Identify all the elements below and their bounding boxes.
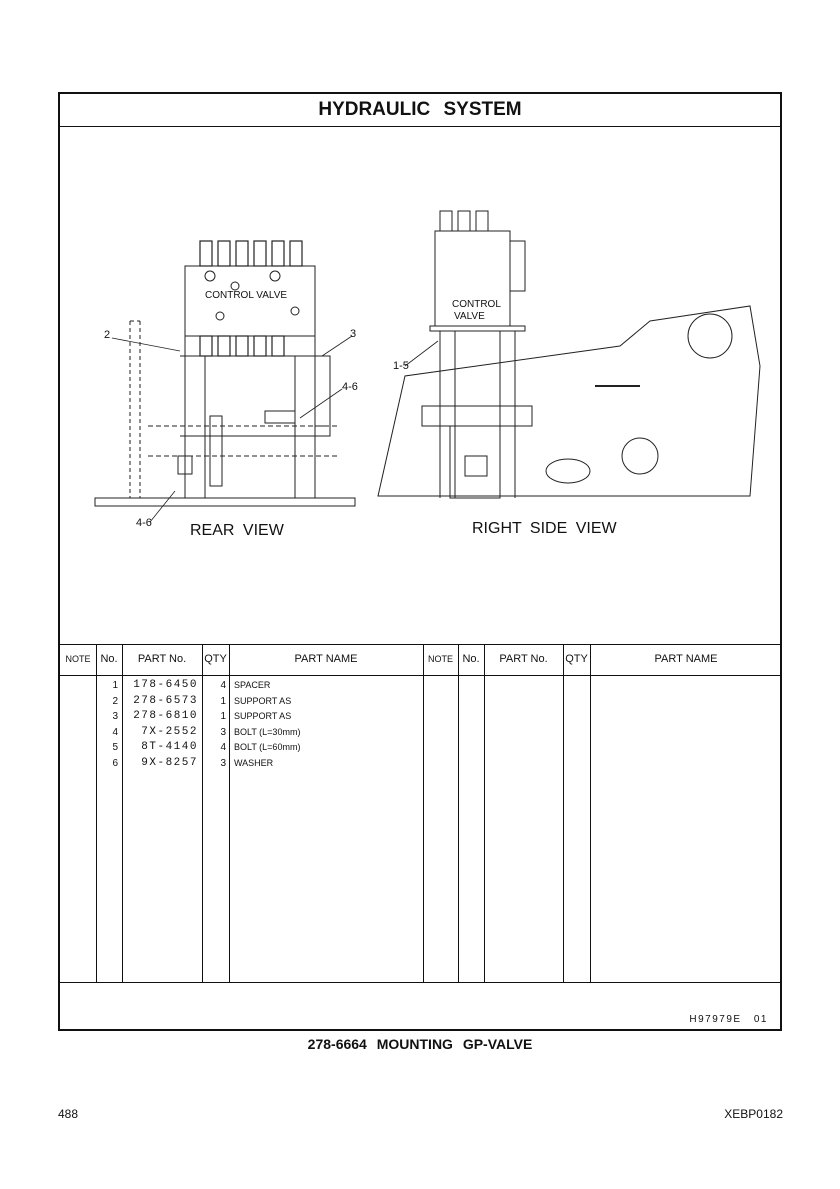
column-divider bbox=[563, 644, 564, 982]
table-row-name: WASHER bbox=[234, 757, 274, 768]
table-row-name: SUPPORT AS bbox=[234, 711, 292, 721]
parts-illustration: CONTROL VALVE CONTROL VALVE 2 3 4-6 4-6 … bbox=[60, 126, 780, 645]
right-side-view-drawing bbox=[377, 210, 761, 499]
table-row-part-no: 178-6450 bbox=[133, 679, 198, 691]
column-divider bbox=[96, 644, 97, 982]
table-row-part-no: 9X-8257 bbox=[141, 756, 198, 769]
table-row-no: 4 bbox=[112, 726, 118, 738]
column-divider bbox=[484, 644, 485, 982]
header-qty-left: QTY bbox=[202, 644, 229, 676]
column-divider bbox=[458, 644, 459, 982]
table-row-name: SUPPORT AS bbox=[234, 695, 292, 706]
rear-view-drawing bbox=[94, 240, 356, 507]
table-row-part-no: 7X-2552 bbox=[141, 725, 198, 738]
table-row-qty: 1 bbox=[220, 695, 226, 707]
control-valve-label-rear: CONTROL VALVE bbox=[205, 290, 288, 301]
table-row-part-no: 8T-4140 bbox=[141, 741, 198, 753]
header-note-left: NOTE bbox=[60, 644, 96, 676]
illustration-code: H97979E 01 bbox=[689, 1014, 768, 1025]
table-row-part-no: 278-6573 bbox=[133, 694, 198, 707]
table-row-qty: 3 bbox=[220, 757, 226, 769]
table-row-no: 1 bbox=[112, 680, 118, 691]
callout-1-5: 1-5 bbox=[393, 360, 409, 372]
table-row-qty: 3 bbox=[220, 726, 226, 738]
table-row-name: BOLT (L=60mm) bbox=[234, 742, 301, 752]
table-row-qty: 4 bbox=[220, 680, 226, 691]
table-row-no: 6 bbox=[112, 757, 118, 769]
column-divider bbox=[229, 644, 230, 982]
callout-4-6-upper: 4-6 bbox=[342, 381, 358, 393]
table-footer: H97979E 01 bbox=[60, 982, 780, 1032]
table-row-name: BOLT (L=30mm) bbox=[234, 726, 301, 737]
header-no-right: No. bbox=[458, 644, 484, 676]
header-part-no-left: PART No. bbox=[122, 644, 202, 676]
column-divider bbox=[202, 644, 203, 982]
parts-frame: HYDRAULIC SYSTEM bbox=[58, 92, 782, 1031]
group-caption: 278-6664 MOUNTING GP-VALVE bbox=[307, 1036, 533, 1052]
right-side-view-label: RIGHT SIDE VIEW bbox=[472, 520, 617, 537]
header-part-name-right: PART NAME bbox=[590, 644, 782, 676]
rear-view-label: REAR VIEW bbox=[190, 522, 284, 539]
callout-3: 3 bbox=[350, 328, 357, 340]
control-valve-label-side-line2: VALVE bbox=[454, 311, 485, 322]
header-part-no-right: PART No. bbox=[484, 644, 563, 676]
header-no-left: No. bbox=[96, 644, 122, 676]
callout-2: 2 bbox=[104, 329, 111, 341]
table-row-part-no: 278-6810 bbox=[133, 710, 198, 722]
column-divider bbox=[423, 644, 424, 982]
callout-4-6-lower: 4-6 bbox=[136, 517, 152, 529]
header-part-name-left: PART NAME bbox=[229, 644, 423, 676]
column-divider bbox=[590, 644, 591, 982]
assembly-drawing bbox=[94, 210, 761, 523]
table-row-name: SPACER bbox=[234, 680, 271, 690]
header-note-right: NOTE bbox=[423, 644, 458, 676]
section-title: HYDRAULIC SYSTEM bbox=[60, 94, 780, 127]
page-number: 488 bbox=[58, 1107, 79, 1121]
table-row-qty: 4 bbox=[220, 742, 226, 753]
column-divider bbox=[122, 644, 123, 982]
table-row-qty: 1 bbox=[220, 711, 226, 722]
header-qty-right: QTY bbox=[563, 644, 590, 676]
document-code: XEBP0182 bbox=[724, 1107, 783, 1121]
table-row-no: 3 bbox=[112, 711, 118, 722]
control-valve-label-side-line1: CONTROL bbox=[452, 299, 501, 310]
table-row-no: 2 bbox=[112, 695, 118, 707]
table-row-no: 5 bbox=[112, 742, 118, 753]
